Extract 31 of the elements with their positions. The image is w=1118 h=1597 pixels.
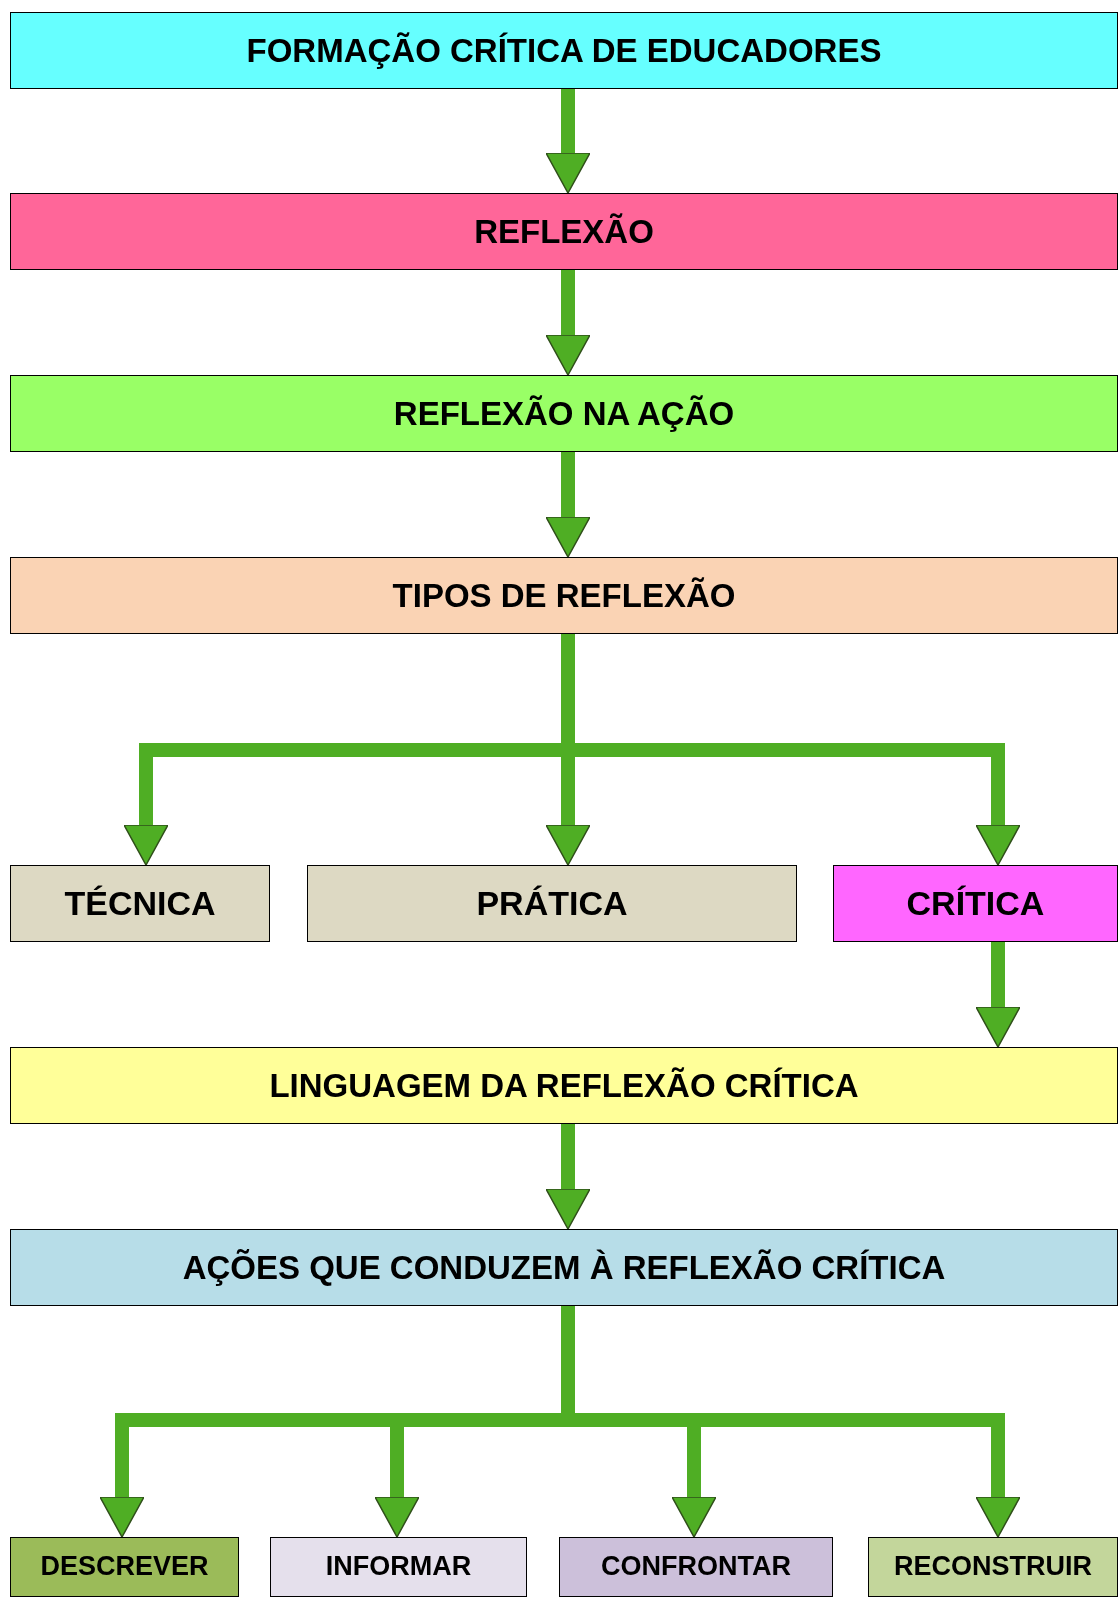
process-box — [10, 557, 1118, 634]
box-label: AÇÕES QUE CONDUZEM À REFLEXÃO CRÍTICA — [182, 1247, 946, 1288]
arrow — [545, 452, 591, 558]
arrow — [975, 942, 1021, 1048]
action-box — [868, 1537, 1118, 1597]
action-box — [559, 1537, 833, 1597]
box-label: CRÍTICA — [906, 883, 1045, 925]
box-label: TIPOS DE REFLEXÃO — [392, 575, 736, 616]
box-label: FORMAÇÃO CRÍTICA DE EDUCADORES — [246, 30, 882, 71]
process-box — [10, 193, 1118, 270]
type-box — [307, 865, 797, 942]
action-box — [10, 1537, 239, 1597]
action-box — [270, 1537, 527, 1597]
box-label: REFLEXÃO — [474, 211, 654, 252]
box-label: TÉCNICA — [64, 883, 216, 925]
box-label: CONFRONTAR — [601, 1550, 791, 1584]
type-box — [10, 865, 270, 942]
arrow — [545, 1124, 591, 1230]
arrow — [545, 270, 591, 376]
box-label: INFORMAR — [325, 1550, 472, 1584]
title-box — [10, 12, 1118, 89]
box-label: LINGUAGEM DA REFLEXÃO CRÍTICA — [269, 1065, 859, 1106]
box-label: REFLEXÃO NA AÇÃO — [393, 393, 735, 434]
box-label: RECONSTRUIR — [894, 1550, 1092, 1584]
process-box — [10, 1229, 1118, 1306]
process-box — [10, 375, 1118, 452]
box-label: DESCREVER — [40, 1550, 209, 1584]
arrow — [545, 89, 591, 194]
process-box — [10, 1047, 1118, 1124]
box-label: PRÁTICA — [476, 883, 628, 925]
type-box — [833, 865, 1118, 942]
